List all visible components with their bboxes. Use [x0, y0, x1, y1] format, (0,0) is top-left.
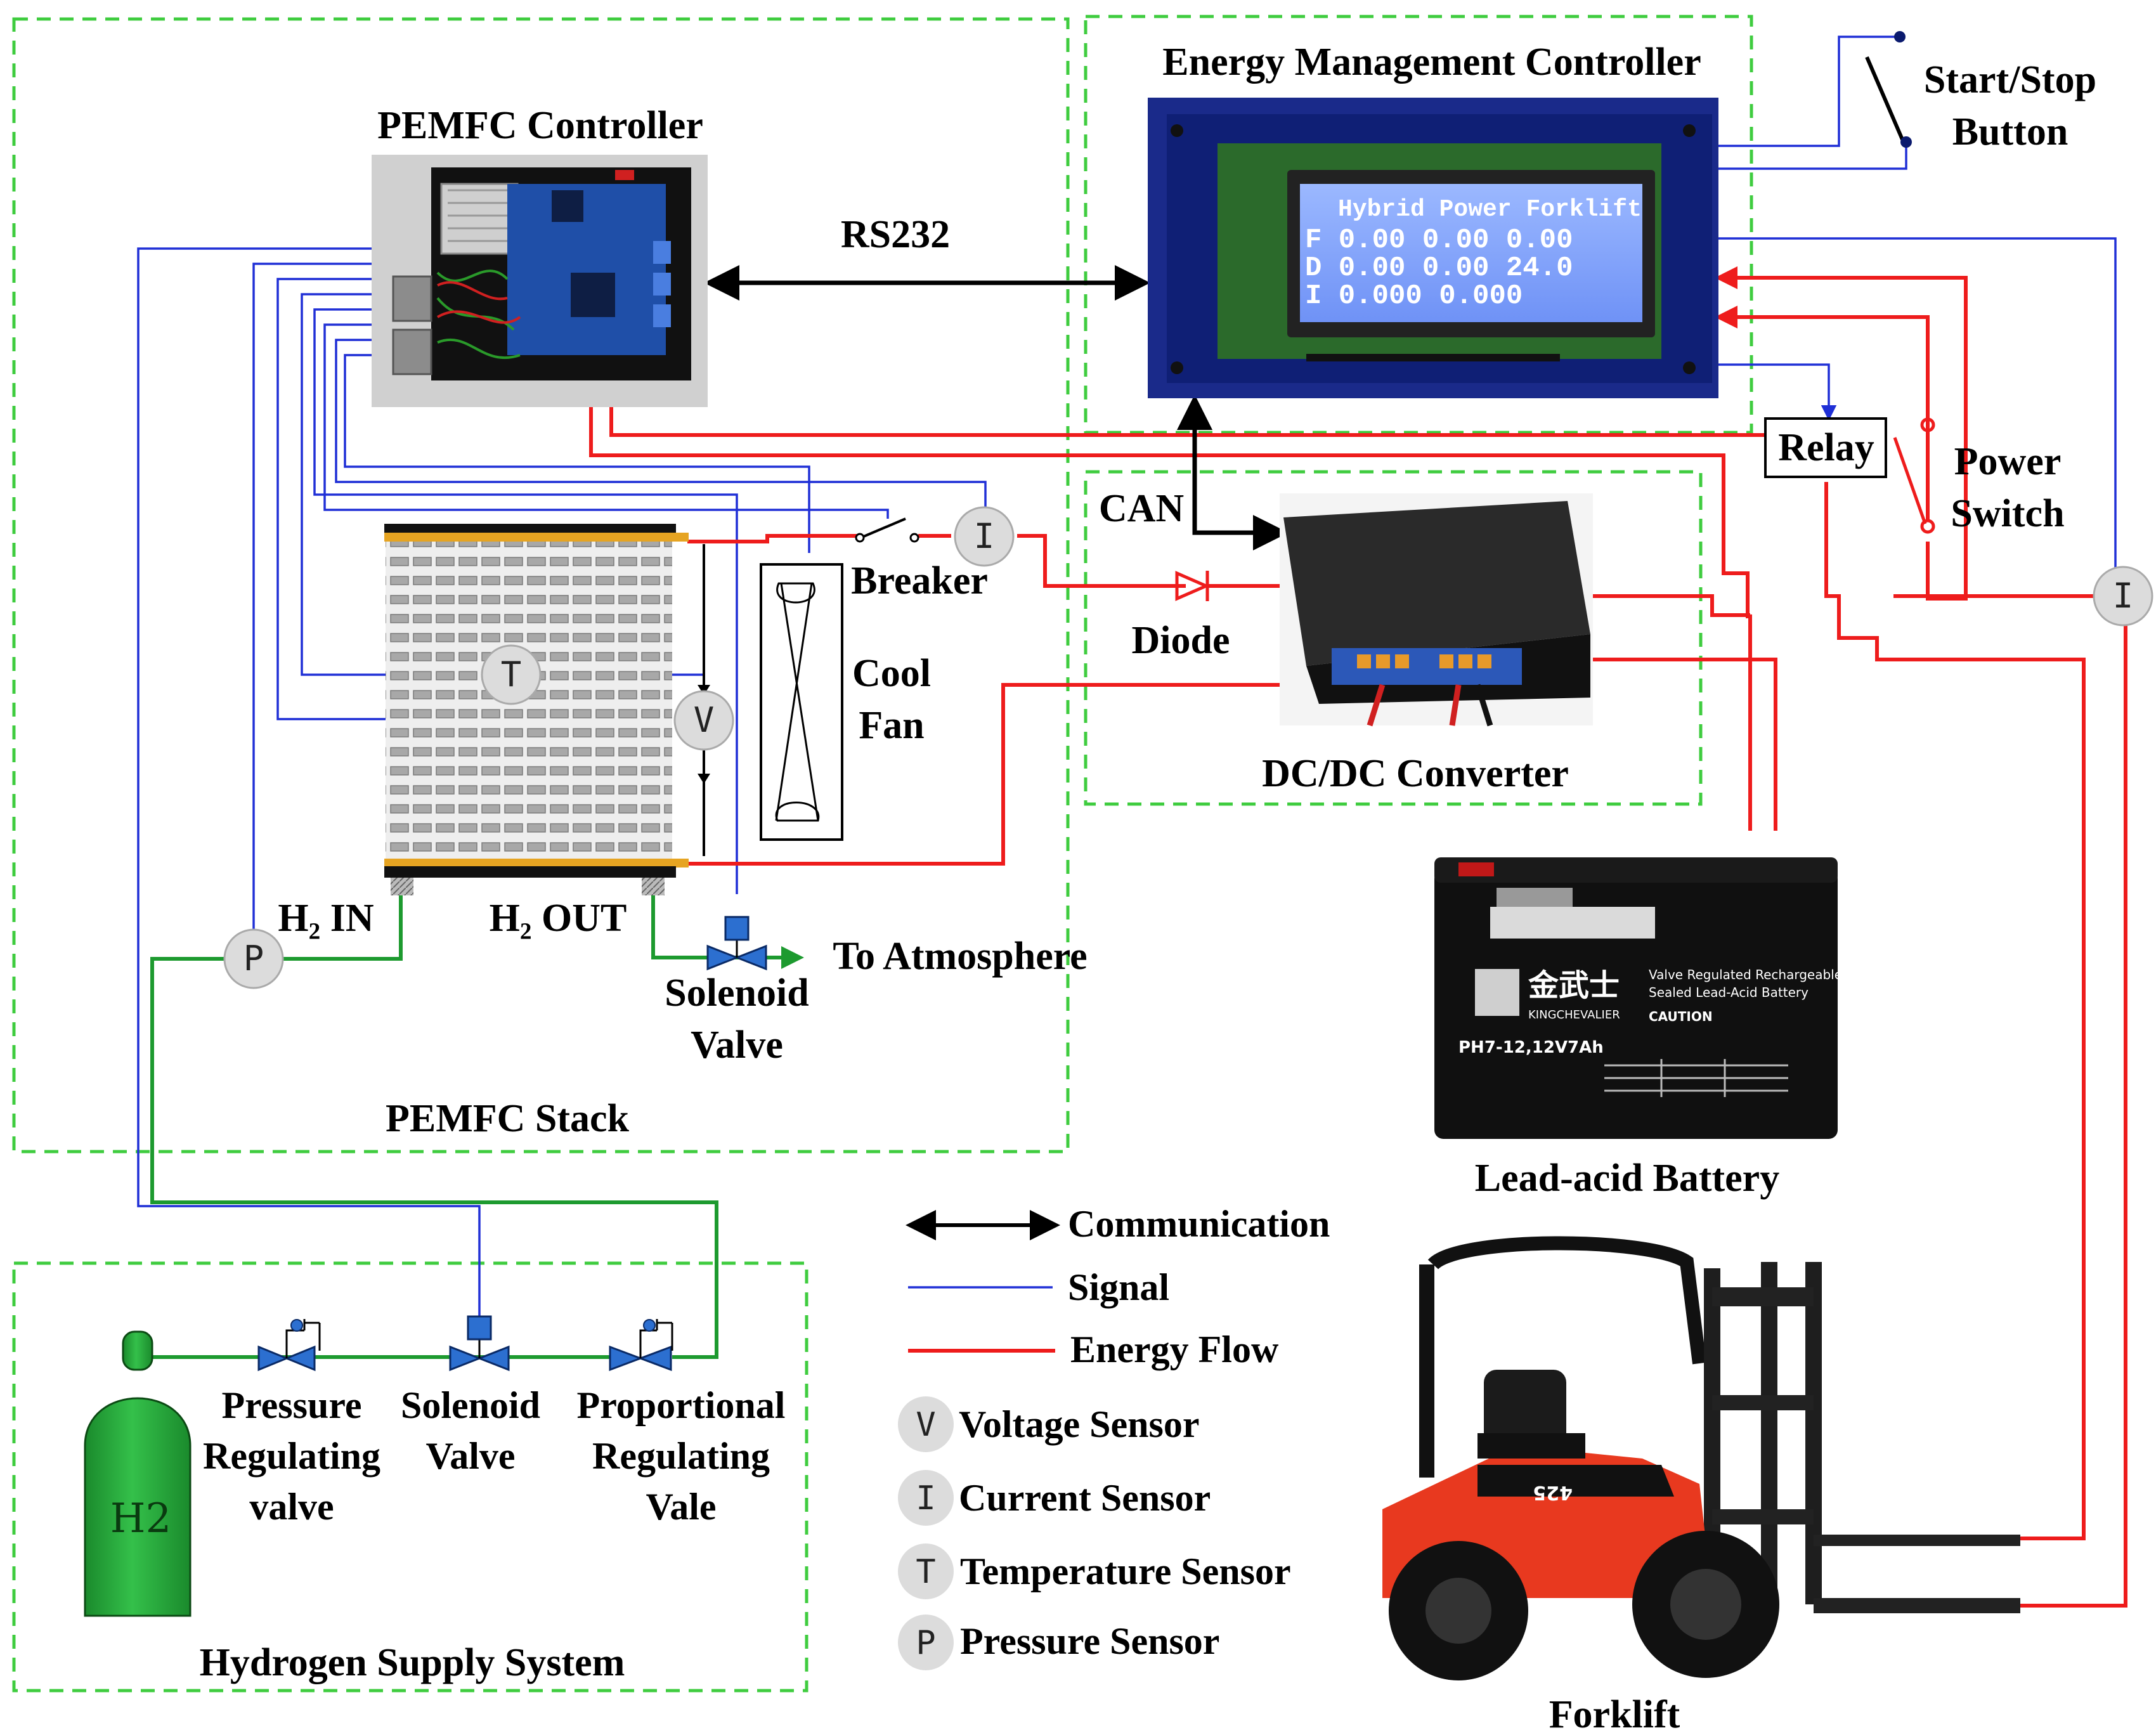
to-atmosphere-label: To Atmosphere [833, 935, 1087, 978]
legend-temperature-label: Temperature Sensor [960, 1550, 1291, 1592]
cylinder-label: H2 [110, 1495, 172, 1542]
breaker [855, 517, 919, 543]
lcd-screen [1300, 184, 1642, 322]
boundaries [12, 15, 1753, 1693]
lcd-title: Hybrid Power Forklift [1338, 196, 1642, 223]
can-label: CAN [1099, 487, 1184, 530]
solenoid-valve-supply [449, 1315, 510, 1372]
battery-spec-2: Sealed Lead-Acid Battery [1649, 985, 1809, 1000]
lcd-text: Hybrid Power Forklift F 0.00 0.00 0.00 D… [1305, 196, 1642, 312]
battery-brand: 金武士 [1528, 968, 1620, 1003]
labels: PEMFC Controller Energy Management Contr… [110, 41, 2096, 1735]
proportional-regulating-valve [609, 1319, 673, 1372]
cool-fan-label-1: Cool [852, 652, 931, 695]
dcdc-label: DC/DC Converter [1262, 752, 1569, 795]
pressure-valve-label-2: Regulating [203, 1435, 380, 1477]
pressure-regulating-valve [257, 1319, 321, 1372]
start-stop-label-2: Button [1952, 110, 2068, 153]
solenoid-valve-stack [706, 916, 767, 971]
forklift [1382, 1236, 2020, 1680]
battery-brand-sub: KINGCHEVALIER [1528, 1008, 1620, 1022]
current-sensor-stack: I [954, 506, 1015, 567]
legend: V I T P Communication Signal Energy Flow… [898, 1203, 1330, 1670]
current-sensor-battery: I [2093, 566, 2153, 627]
pemfc-controller [372, 155, 708, 407]
start-stop-label-1: Start/Stop [1924, 58, 2096, 101]
temperature-sensor-stack: T [481, 644, 542, 705]
supply-solenoid-label-1: Solenoid [401, 1384, 540, 1426]
battery-label: 金武士 KINGCHEVALIER Valve Regulated Rechar… [1458, 967, 1842, 1057]
hydrogen-supply-boundary [12, 1261, 808, 1693]
stack-solenoid-label-1: Solenoid [665, 971, 808, 1015]
pemfc-controller-label: PEMFC Controller [377, 104, 703, 147]
battery-spec-1: Valve Regulated Rechargeable [1649, 967, 1842, 982]
start-stop-button[interactable] [1865, 31, 1912, 148]
power-switch[interactable] [1893, 317, 1935, 534]
h2-in-label: H₂ IN [278, 897, 373, 940]
legend-i-icon: I [916, 1479, 935, 1517]
sensor-letter: I [974, 516, 995, 556]
breaker-label: Breaker [851, 559, 988, 602]
supply-solenoid-label-2: Valve [425, 1435, 515, 1477]
battery-model: PH7-12,12V7Ah [1458, 1038, 1604, 1057]
battery-title: Lead-acid Battery [1475, 1157, 1779, 1200]
pemfc-stack-boundary [12, 17, 1070, 1153]
lcd-row-3: I 0.000 0.000 [1305, 280, 1523, 312]
energy-controller-boundary [1084, 15, 1753, 434]
lead-acid-battery [1425, 831, 1847, 1150]
sensor-letter: V [694, 700, 715, 740]
legend-communication-label: Communication [1068, 1203, 1330, 1245]
voltage-sensor-stack: V [673, 690, 734, 751]
forklift-badge: 425 [1533, 1481, 1573, 1504]
hydrogen-lines [150, 895, 804, 1359]
prop-valve-label-1: Proportional [577, 1384, 786, 1426]
legend-signal-label: Signal [1068, 1266, 1169, 1308]
legend-voltage-label: Voltage Sensor [959, 1403, 1199, 1445]
legend-current-label: Current Sensor [959, 1477, 1211, 1519]
pressure-valve-label-3: valve [249, 1486, 334, 1528]
power-switch-label-1: Power [1954, 440, 2062, 483]
legend-pressure-label: Pressure Sensor [960, 1620, 1219, 1662]
h2-out-label: H₂ OUT [490, 897, 627, 940]
relay [1764, 417, 1887, 478]
legend-p-icon: P [916, 1624, 935, 1662]
can-link [1177, 394, 1289, 550]
prop-valve-label-3: Vale [646, 1486, 716, 1528]
sensor-letter: P [244, 939, 264, 978]
lcd-row-1: F 0.00 0.00 0.00 [1305, 224, 1573, 256]
pressure-valve-label-1: Pressure [221, 1384, 361, 1426]
energy-controller [1148, 98, 1718, 398]
legend-v-icon: V [916, 1406, 935, 1444]
dcdc-converter [1280, 493, 1593, 727]
relay-label: Relay [1778, 426, 1874, 469]
hydrogen-supply-title: Hydrogen Supply System [200, 1641, 625, 1684]
legend-t-icon: T [916, 1553, 935, 1591]
power-switch-label-2: Switch [1951, 492, 2064, 535]
lcd-row-2: D 0.00 0.00 24.0 [1305, 252, 1573, 284]
pressure-sensor-stack: P [223, 928, 284, 989]
sensor-letter: I [2113, 576, 2134, 616]
energy-controller-label: Energy Management Controller [1162, 41, 1701, 84]
diode [1175, 571, 1211, 601]
fuel-cell-stack [384, 524, 710, 895]
stack-solenoid-label-2: Valve [691, 1023, 783, 1067]
rs232-label: RS232 [841, 213, 950, 256]
dcdc-boundary [1084, 470, 1703, 806]
prop-valve-label-2: Regulating [592, 1435, 770, 1477]
communication-lines [704, 265, 1289, 550]
diode-label: Diode [1132, 619, 1230, 662]
pemfc-stack-label: PEMFC Stack [386, 1097, 630, 1140]
legend-energy-label: Energy Flow [1070, 1329, 1279, 1370]
battery-caution: CAUTION [1649, 1009, 1713, 1024]
hydrogen-cylinder [84, 1330, 192, 1617]
energy-lines [589, 266, 2142, 1608]
sensor-letter: T [501, 654, 522, 694]
cool-fan-label-2: Fan [859, 704, 924, 747]
cool-fan [760, 563, 843, 841]
forklift-title: Forklift [1549, 1693, 1680, 1735]
